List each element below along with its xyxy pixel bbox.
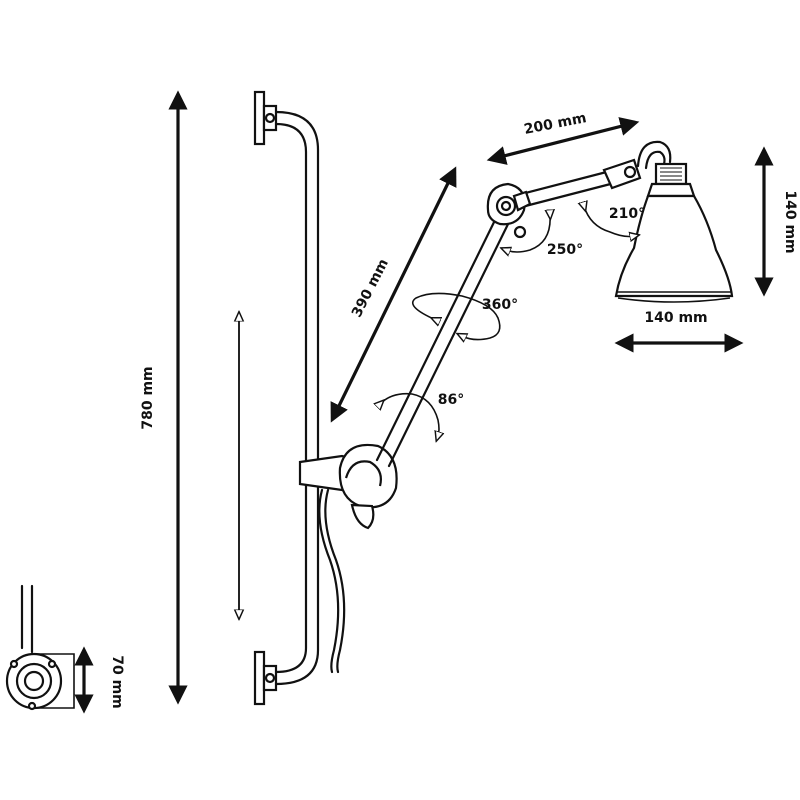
axial-rotation-label: 360°	[482, 297, 518, 313]
wall-plate-side-view	[5, 584, 75, 711]
total-height-dimension: 780 mm	[140, 90, 188, 705]
head-rotation-label: 210°	[609, 206, 645, 222]
elbow-joint	[486, 182, 532, 239]
base-plate-label: 70 mm	[109, 655, 125, 709]
total-height-label: 780 mm	[140, 366, 156, 429]
base-plate-dimension: 70 mm	[74, 646, 125, 714]
shade-height-label: 140 mm	[782, 190, 798, 253]
upper-arm-length-label: 200 mm	[523, 110, 588, 138]
head-joint	[602, 140, 672, 190]
rail-clamp	[298, 443, 398, 674]
elbow-rotation: 250°	[506, 214, 583, 258]
wall-rail	[253, 90, 320, 706]
shade-width-dimension: 140 mm	[614, 310, 744, 353]
shade-width-label: 140 mm	[644, 310, 707, 326]
base-rotation-label: 86°	[438, 392, 464, 408]
base-rotation: 86°	[380, 392, 464, 436]
upper-arm-dimension: 200 mm	[486, 110, 640, 165]
head-rotation: 210°	[584, 206, 645, 237]
lower-arm-dimension: 200 mm 390 mm	[330, 166, 457, 423]
axial-rotation: 360°	[411, 292, 518, 339]
elbow-rotation-label: 250°	[547, 242, 583, 258]
shade-height-dimension: 140 mm	[754, 146, 798, 297]
lamp-shade	[614, 162, 734, 303]
